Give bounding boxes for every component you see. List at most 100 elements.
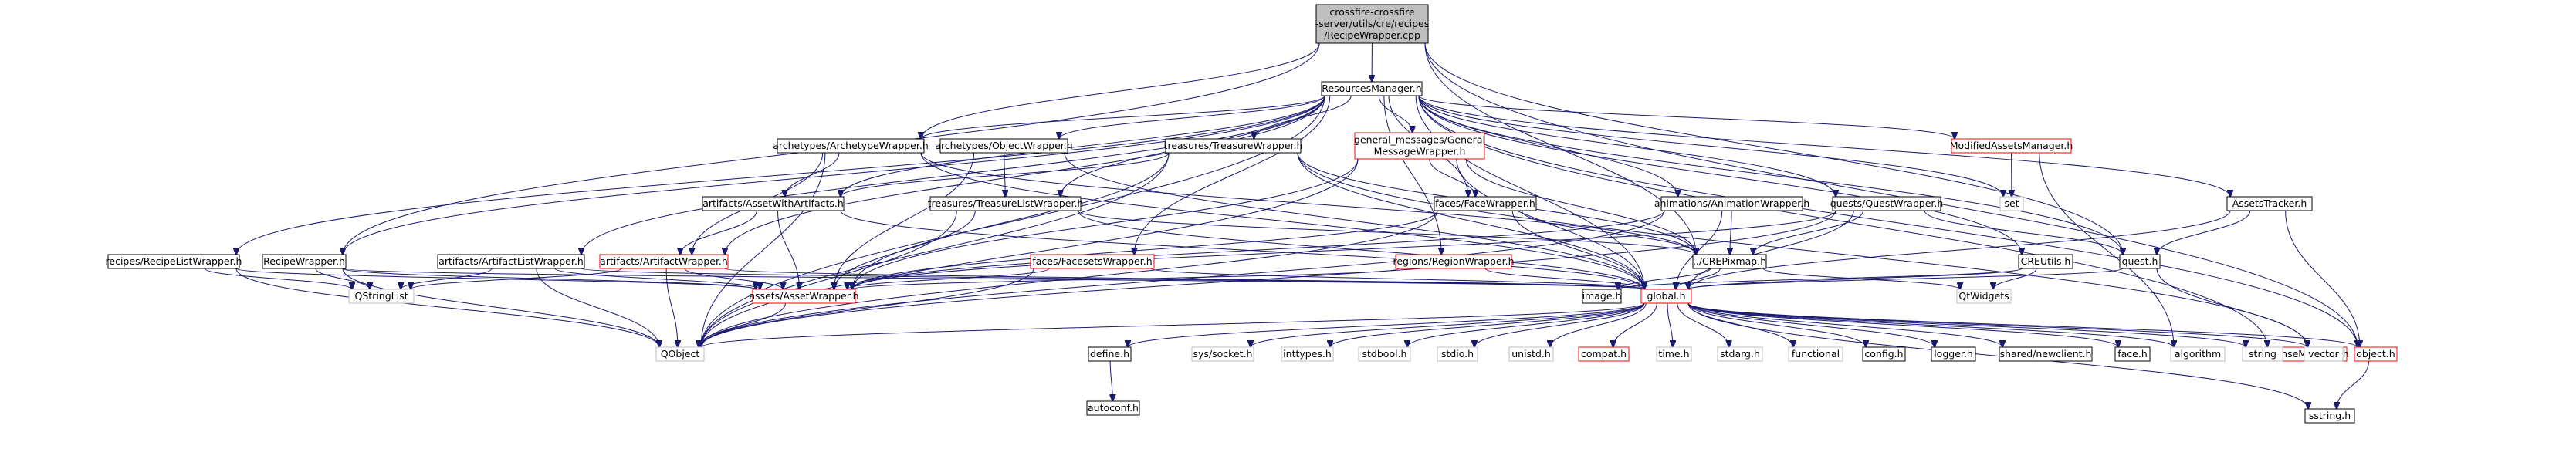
- node-label: animations/AnimationWrapper.h: [1654, 198, 1809, 209]
- node-label: MessageWrapper.h: [1374, 146, 1466, 157]
- node-box: [348, 289, 415, 304]
- edge-global-to-config: [1687, 302, 1866, 347]
- node-regions-regionwrapper-h[interactable]: regions/RegionWrapper.h: [1393, 254, 1515, 269]
- edge-archwrap-to-qobject: [701, 152, 826, 347]
- edge-genmsg-to-global: [1456, 158, 1644, 289]
- edge-resmgr-to-archwrap: [921, 95, 1325, 139]
- node-box: [1956, 289, 2012, 304]
- node-box: [1692, 254, 1767, 269]
- edge-questwrap-to-qobject: [701, 210, 1836, 347]
- node-artifacts-artifactwrapper-h[interactable]: artifacts/ArtifactWrapper.h: [599, 254, 729, 269]
- nodes-layer: crossfire-crossfire-server/utils/cre/rec…: [106, 4, 2398, 424]
- node-crepixmap-h[interactable]: ../CREPixmap.h: [1692, 254, 1767, 269]
- node-box: [1088, 346, 1132, 362]
- edge-resmgr-to-assetwithart: [841, 95, 1325, 197]
- node-box: [1582, 289, 1622, 304]
- node-global-h[interactable]: global.h: [1640, 289, 1692, 304]
- node-box: [939, 138, 1068, 154]
- node-string: string: [2242, 346, 2283, 362]
- node-label: functional: [1792, 348, 1840, 360]
- edge-resmgr-to-animwrap: [1418, 95, 1678, 197]
- node-animations-animationwrapper-h[interactable]: animations/AnimationWrapper.h: [1654, 196, 1809, 211]
- edge-facewrap-to-assetwrap: [852, 210, 1438, 289]
- node-sstring-h[interactable]: sstring.h: [2304, 408, 2355, 424]
- node-assetstracker-h[interactable]: AssetsTracker.h: [2226, 196, 2313, 211]
- edge-facesetswrap-to-global: [1150, 268, 1644, 289]
- edge-treaslistwrap-to-crepixmap: [1077, 210, 1696, 255]
- node-artifacts-artifactlistwrapper-h[interactable]: artifacts/ArtifactListWrapper.h: [437, 254, 585, 269]
- edge-assetwithart-to-assetwrap: [777, 210, 800, 289]
- node-shared-newclient-h[interactable]: shared/newclient.h: [1999, 346, 2093, 362]
- node-qstringlist: QStringList: [348, 289, 415, 304]
- edge-global-to-syssocket: [1251, 302, 1645, 347]
- edge-objwrap-to-assetwrap: [834, 152, 975, 289]
- node-creutils-h[interactable]: CREUtils.h: [2018, 254, 2073, 269]
- edge-archwrap-to-global: [920, 152, 1644, 289]
- node-quests-questwrapper-h[interactable]: quests/QuestWrapper.h: [1830, 196, 1944, 211]
- node-archetypes-objectwrapper-h[interactable]: archetypes/ObjectWrapper.h: [935, 138, 1073, 154]
- node-label: ModifiedAssetsManager.h: [1950, 140, 2073, 151]
- node-box: [1951, 138, 2072, 154]
- node-logger-h[interactable]: logger.h: [1931, 346, 1976, 362]
- node-compat-h[interactable]: compat.h: [1578, 346, 1630, 362]
- edge-resmgr-to-regionwrap: [1383, 95, 1441, 255]
- edge-genmsg-to-crepixmap: [1465, 158, 1696, 255]
- edge-resmgr-to-artwrap: [725, 95, 1325, 255]
- edge-artwrap-to-qstringlist: [411, 268, 622, 289]
- node-label: algorithm: [2175, 348, 2221, 360]
- node-box: [2242, 346, 2283, 362]
- edge-creutils-to-image: [1618, 268, 2023, 289]
- edge-global-to-string: [1687, 302, 2246, 347]
- node-faces-facewrapper-h[interactable]: faces/FaceWrapper.h: [1434, 196, 1537, 211]
- node-resourcesmanager-h[interactable]: ResourcesManager.h: [1321, 81, 1423, 96]
- node-label: vector: [2308, 348, 2340, 360]
- node-face-h[interactable]: face.h: [2114, 346, 2151, 362]
- node-modifiedassetsmanager-h[interactable]: ModifiedAssetsManager.h: [1950, 138, 2073, 154]
- edge-resmgr-to-set: [1418, 95, 2003, 197]
- node-label: autoconf.h: [1088, 402, 1139, 414]
- edge-global-to-object: [1687, 302, 2358, 347]
- edge-resmgr-to-genmsg: [1378, 95, 1412, 133]
- node-quest-h[interactable]: quest.h: [2119, 254, 2161, 269]
- edge-creutils-to-qtwidgets: [1993, 268, 2037, 289]
- node-define-h[interactable]: define.h: [1088, 346, 1132, 362]
- node-box: [1191, 346, 1254, 362]
- node-label: artifacts/ArtifactWrapper.h: [600, 255, 728, 267]
- node-label: logger.h: [1934, 348, 1973, 360]
- node-image-h[interactable]: image.h: [1582, 289, 1622, 304]
- node-assets-assetwrapper-h[interactable]: assets/AssetWrapper.h: [749, 289, 859, 304]
- node-label: artifacts/AssetWithArtifacts.h: [702, 198, 844, 209]
- node-faces-facesetswrapper-h[interactable]: faces/FacesetsWrapper.h: [1030, 254, 1155, 269]
- node-treasures-treasurewrapper-h[interactable]: treasures/TreasureWrapper.h: [1164, 138, 1303, 154]
- edge-facewrap-to-crepixmap: [1521, 210, 1696, 255]
- node-box: [1086, 400, 1140, 416]
- edge-assetstracker-to-quest: [2157, 210, 2251, 255]
- node-label: stdbool.h: [1362, 348, 1407, 360]
- node-treasures-treasurelistwrapper-h[interactable]: treasures/TreasureListWrapper.h: [928, 196, 1084, 211]
- node-autoconf-h[interactable]: autoconf.h: [1086, 400, 1140, 416]
- node-recipes-recipelistwrapper-h[interactable]: recipes/RecipeListWrapper.h: [106, 254, 242, 269]
- node-label: stdarg.h: [1720, 348, 1760, 360]
- node-label: unistd.h: [1511, 348, 1551, 360]
- node-box: [702, 196, 845, 211]
- node-recipewrapper-h[interactable]: RecipeWrapper.h: [262, 254, 347, 269]
- edge-assetwithart-to-artwrap: [680, 210, 757, 255]
- node-archetypes-archetypewrapper-h[interactable]: archetypes/ArchetypeWrapper.h: [773, 138, 929, 154]
- node-crossfire-crossfire-server-utils-cre-recipes-recipewrapper-cpp[interactable]: crossfire-crossfire-server/utils/cre/rec…: [1315, 4, 1429, 44]
- edge-object-to-sstring: [2337, 360, 2370, 409]
- node-label: -server/utils/cre/recipes: [1315, 18, 1429, 29]
- edge-assetstracker-to-object: [2285, 210, 2360, 347]
- edge-define-to-autoconf: [1110, 360, 1112, 401]
- node-label: image.h: [1582, 290, 1622, 302]
- edge-resmgr-to-assetstracker: [1418, 95, 2230, 197]
- node-box: [1999, 196, 2024, 211]
- node-vector: vector: [2304, 346, 2344, 362]
- node-artifacts-assetwithartifacts-h[interactable]: artifacts/AssetWithArtifacts.h: [702, 196, 845, 211]
- node-label: archetypes/ArchetypeWrapper.h: [773, 140, 929, 151]
- node-config-h[interactable]: config.h: [1862, 346, 1906, 362]
- node-label: global.h: [1647, 290, 1685, 302]
- edge-recipewrap-to-qstringlist: [315, 268, 370, 289]
- node-object-h[interactable]: object.h: [2354, 346, 2398, 362]
- edge-treaslistwrap-to-assetwrap: [834, 210, 976, 289]
